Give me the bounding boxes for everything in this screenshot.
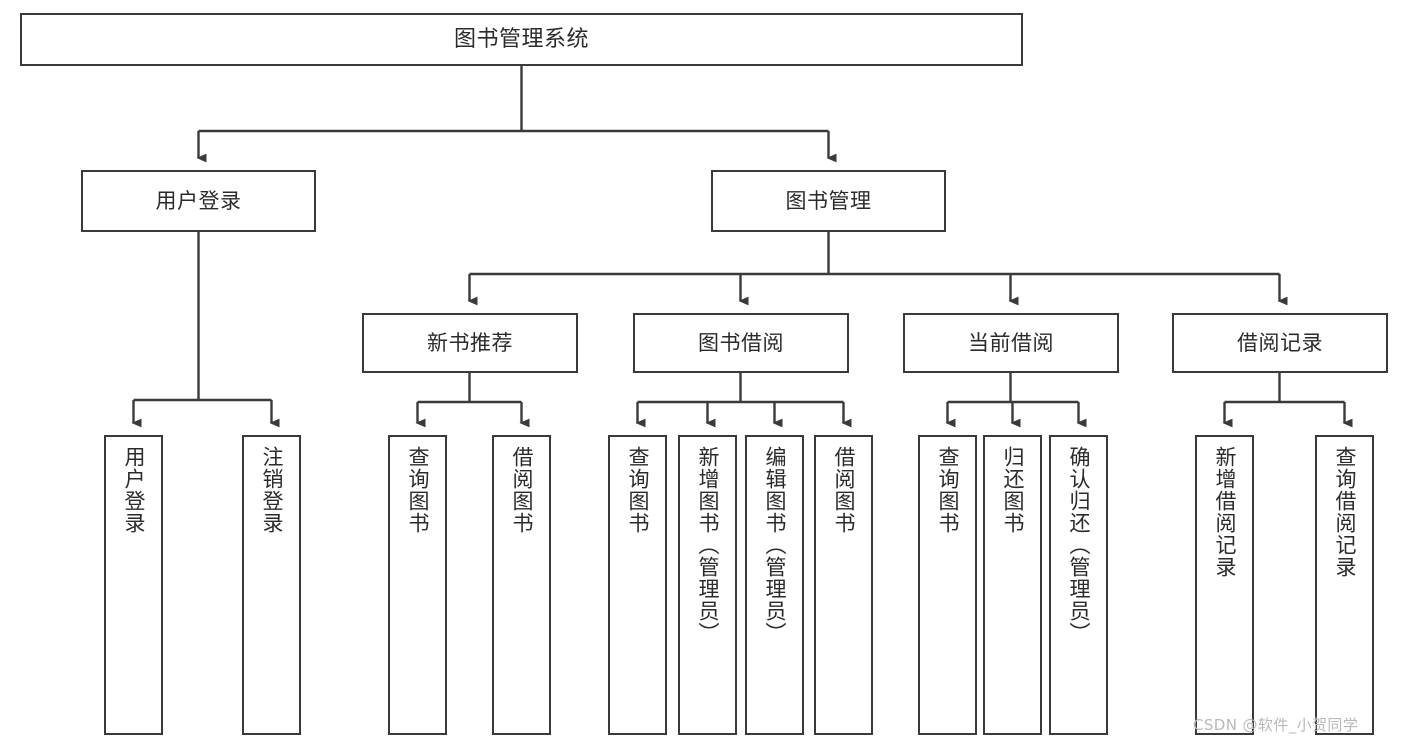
- node-label: 确认归还（管理员）: [1066, 446, 1091, 644]
- node-label: 新书推荐: [427, 330, 513, 355]
- node-book-management[interactable]: 图书管理: [711, 170, 946, 232]
- node-new-book-recommend[interactable]: 新书推荐: [362, 313, 578, 373]
- leaf-book-borrow-edit-book-admin[interactable]: 编辑图书（管理员）: [745, 435, 804, 735]
- node-label: 查询借阅记录: [1332, 446, 1357, 578]
- node-root-library-system[interactable]: 图书管理系统: [20, 13, 1023, 66]
- node-label: 查询图书: [935, 446, 960, 534]
- node-book-borrow[interactable]: 图书借阅: [633, 313, 849, 373]
- leaf-borrow-record-add-record[interactable]: 新增借阅记录: [1195, 435, 1254, 735]
- node-label: 图书管理系统: [453, 26, 589, 52]
- node-label: 借阅记录: [1237, 330, 1323, 355]
- leaf-current-borrow-confirm-return-admin[interactable]: 确认归还（管理员）: [1049, 435, 1108, 735]
- node-label: 用户登录: [121, 446, 146, 534]
- node-label: 查询图书: [405, 446, 430, 534]
- leaf-new-book-borrow-book[interactable]: 借阅图书: [492, 435, 551, 735]
- leaf-book-borrow-add-book-admin[interactable]: 新增图书（管理员）: [678, 435, 737, 735]
- node-label: 图书管理: [785, 188, 872, 213]
- node-label: 编辑图书（管理员）: [762, 446, 787, 644]
- node-current-borrow[interactable]: 当前借阅: [903, 313, 1119, 373]
- csdn-watermark: CSDN @软件_小贺同学: [1193, 716, 1359, 734]
- node-label: 归还图书: [1000, 446, 1025, 534]
- leaf-user-login-logout[interactable]: 注销登录: [242, 435, 301, 735]
- node-label: 借阅图书: [831, 446, 856, 534]
- node-label: 图书借阅: [698, 330, 784, 355]
- node-label: 新增图书（管理员）: [695, 446, 720, 644]
- node-label: 注销登录: [259, 446, 284, 534]
- node-label: 用户登录: [155, 188, 242, 213]
- leaf-current-borrow-query-book[interactable]: 查询图书: [918, 435, 977, 735]
- node-borrow-record[interactable]: 借阅记录: [1172, 313, 1388, 373]
- node-user-login[interactable]: 用户登录: [81, 170, 316, 232]
- leaf-book-borrow-query-book[interactable]: 查询图书: [608, 435, 667, 735]
- leaf-user-login-login[interactable]: 用户登录: [104, 435, 163, 735]
- node-label: 当前借阅: [968, 330, 1054, 355]
- node-label: 新增借阅记录: [1212, 446, 1237, 578]
- leaf-current-borrow-return-book[interactable]: 归还图书: [983, 435, 1042, 735]
- leaf-new-book-query-book[interactable]: 查询图书: [388, 435, 447, 735]
- node-label: 查询图书: [625, 446, 650, 534]
- node-label: 借阅图书: [509, 446, 534, 534]
- leaf-book-borrow-borrow-book[interactable]: 借阅图书: [814, 435, 873, 735]
- leaf-borrow-record-query-record[interactable]: 查询借阅记录: [1315, 435, 1374, 735]
